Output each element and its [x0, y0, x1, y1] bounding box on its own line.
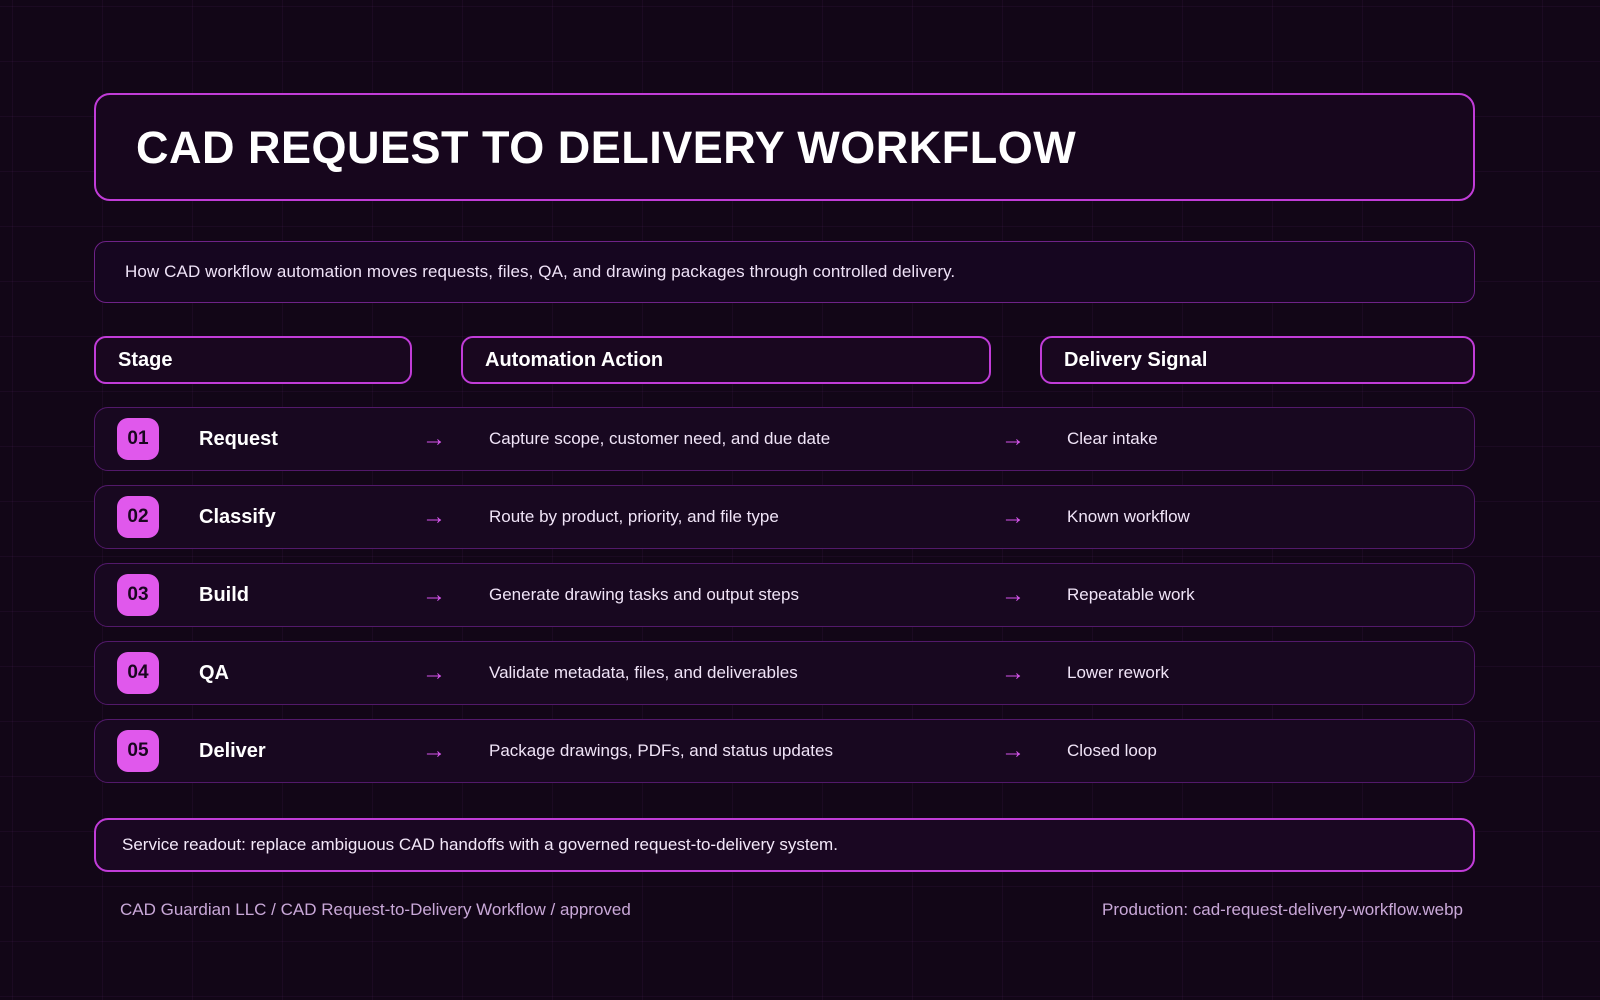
step-number-badge: 05: [117, 730, 159, 772]
delivery-signal-text: Repeatable work: [1067, 585, 1195, 604]
stage-name: QA: [199, 661, 229, 684]
stage-name: Deliver: [199, 739, 266, 762]
arrow-right-icon: →: [422, 659, 446, 686]
automation-action-text: Route by product, priority, and file typ…: [489, 507, 779, 526]
stage-name: Request: [199, 427, 278, 450]
column-header-action: Automation Action: [461, 336, 991, 384]
column-header-stage: Stage: [94, 336, 412, 384]
stage-name: Classify: [199, 505, 276, 528]
delivery-signal-text: Clear intake: [1067, 429, 1158, 448]
column-header-stage-label: Stage: [118, 348, 173, 371]
table-row: 03 Build → Generate drawing tasks and ou…: [94, 563, 1475, 627]
automation-action-text: Generate drawing tasks and output steps: [489, 585, 799, 604]
table-row: 04 QA → Validate metadata, files, and de…: [94, 641, 1475, 705]
arrow-right-icon: →: [1001, 425, 1025, 452]
table-row: 05 Deliver → Package drawings, PDFs, and…: [94, 719, 1475, 783]
step-number-badge: 02: [117, 496, 159, 538]
subtitle-banner: How CAD workflow automation moves reques…: [94, 241, 1475, 303]
arrow-right-icon: →: [1001, 659, 1025, 686]
step-number-badge: 03: [117, 574, 159, 616]
delivery-signal-text: Lower rework: [1067, 663, 1170, 682]
page-title: CAD REQUEST TO DELIVERY WORKFLOW: [136, 121, 1077, 173]
automation-action-text: Validate metadata, files, and deliverabl…: [489, 663, 798, 682]
title-banner: CAD REQUEST TO DELIVERY WORKFLOW: [94, 93, 1475, 201]
arrow-right-icon: →: [422, 737, 446, 764]
delivery-signal-text: Closed loop: [1067, 741, 1157, 760]
arrow-right-icon: →: [1001, 581, 1025, 608]
arrow-right-icon: →: [1001, 503, 1025, 530]
delivery-signal-text: Known workflow: [1067, 507, 1190, 526]
automation-action-text: Package drawings, PDFs, and status updat…: [489, 741, 833, 760]
service-readout-callout: Service readout: replace ambiguous CAD h…: [94, 818, 1475, 872]
subtitle-text: How CAD workflow automation moves reques…: [125, 262, 956, 281]
automation-action-text: Capture scope, customer need, and due da…: [489, 429, 831, 448]
arrow-right-icon: →: [1001, 737, 1025, 764]
footer-attribution: CAD Guardian LLC / CAD Request-to-Delive…: [120, 900, 631, 919]
table-row: 02 Classify → Route by product, priority…: [94, 485, 1475, 549]
arrow-right-icon: →: [422, 503, 446, 530]
workflow-rows: 01 Request → Capture scope, customer nee…: [94, 407, 1475, 797]
step-number-badge: 01: [117, 418, 159, 460]
column-header-signal: Delivery Signal: [1040, 336, 1475, 384]
column-header-signal-label: Delivery Signal: [1064, 348, 1208, 371]
footer-production-file: Production: cad-request-delivery-workflo…: [1102, 900, 1463, 919]
column-header-action-label: Automation Action: [485, 348, 664, 371]
stage-name: Build: [199, 583, 249, 606]
step-number-badge: 04: [117, 652, 159, 694]
arrow-right-icon: →: [422, 425, 446, 452]
table-row: 01 Request → Capture scope, customer nee…: [94, 407, 1475, 471]
arrow-right-icon: →: [422, 581, 446, 608]
service-readout-text: Service readout: replace ambiguous CAD h…: [122, 835, 838, 854]
